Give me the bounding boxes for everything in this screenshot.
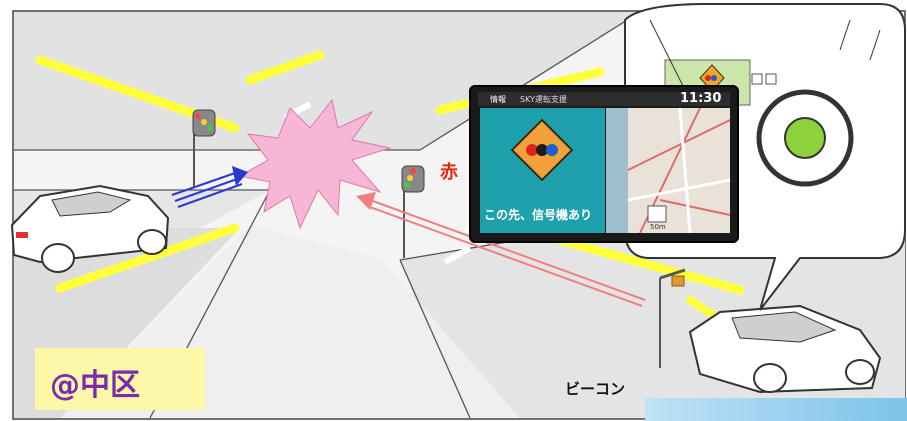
location-label-box bbox=[35, 348, 205, 410]
signal-state-label: 赤 bbox=[440, 162, 458, 183]
nav-clock: 11:30 bbox=[680, 91, 722, 106]
nav-header-icon-text: 情報 bbox=[490, 95, 506, 104]
nav-message: この先、信号機あり bbox=[484, 208, 593, 222]
location-label: @中区 bbox=[50, 368, 140, 403]
nav-screen bbox=[469, 85, 739, 243]
road-top-left bbox=[14, 12, 640, 150]
nav-header-title: SKY運転支援 bbox=[520, 95, 567, 104]
traffic-signal-center bbox=[401, 165, 425, 258]
traffic-signal-left bbox=[192, 109, 216, 188]
car-right bbox=[688, 304, 882, 394]
beacon-label: ビーコン bbox=[565, 380, 626, 398]
nav-scale: 50m bbox=[650, 223, 666, 231]
collision-burst bbox=[238, 98, 392, 230]
arrow-blue bbox=[171, 166, 248, 208]
arrow-red bbox=[356, 192, 646, 307]
sky-thumbnail bbox=[645, 398, 907, 421]
car-left bbox=[10, 184, 170, 273]
